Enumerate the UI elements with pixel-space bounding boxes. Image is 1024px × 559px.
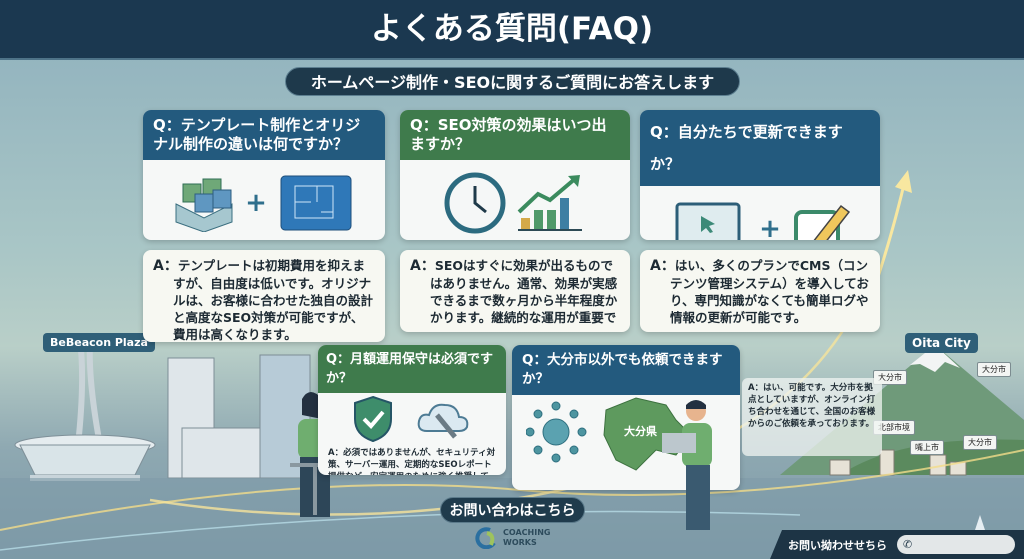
- contact-button[interactable]: お問い合わはこちら: [440, 497, 585, 523]
- growth-chart-icon: [517, 174, 582, 231]
- answer-text: はい、多くのプランでCMS（コンテンツ管理システム）を導入しており、専門知識がな…: [670, 258, 869, 325]
- map-label: 大分市: [963, 435, 997, 450]
- faq-card-template-vs-original: Q：テンプレート制作とオリジナル制作の違いは何ですか？ +: [143, 110, 385, 240]
- answer-text: テンプレートは初期費用を抑えますが、自由度は低いです。オリジナルは、お客様に合わ…: [173, 258, 374, 342]
- laptop-cursor-icon: [675, 202, 741, 240]
- logo-text: WORKS: [503, 538, 537, 547]
- edit-pencil-icon: [793, 204, 850, 240]
- map-label: 大分市: [977, 362, 1011, 377]
- page-title: よくある質問(FAQ): [370, 11, 654, 47]
- map-label: 北部市境: [873, 420, 915, 435]
- man-with-laptop-illustration: [662, 400, 712, 530]
- faq-card-seo-timing: Q：SEO対策の効果はいつ出ますか？: [400, 110, 630, 240]
- faq-answer: A：はい、多くのプランでCMS（コンテンツ管理システム）を導入しており、専門知識…: [640, 250, 880, 332]
- faq-card-maintenance: Q：月額運用保守は必須ですか？ A：必須ではありませんが、セキュリティ対策、サー…: [318, 345, 506, 475]
- faq-answer: A：必須ではありませんが、セキュリティ対策、サーバー運用、定期的なSEOレポート…: [318, 445, 506, 475]
- answer-text: SEOはすぐに効果が出るものではありません。通常、効果が実感できるまで数ヶ月から…: [430, 258, 618, 325]
- answer-label: A：: [153, 258, 178, 274]
- answer-text: はい、可能です。大分市を拠点としていますが、オンライン打ち合わせを通じて、全国の…: [748, 383, 876, 429]
- faq-question: Q：SEO対策の効果はいつ出ますか？: [400, 110, 630, 160]
- clock-icon: [444, 172, 506, 233]
- phone-field[interactable]: ✆: [897, 535, 1015, 554]
- landmark-label-oita-city: Oita City: [905, 333, 978, 353]
- answer-label: A：: [410, 258, 435, 274]
- phone-icon: ✆: [903, 538, 913, 551]
- office-buildings: [167, 354, 311, 479]
- faq-answer: A：テンプレートは初期費用を抑えますが、自由度は低いです。オリジナルは、お客様に…: [143, 250, 385, 342]
- header-bar: よくある質問(FAQ): [0, 0, 1024, 60]
- answer-label: A：: [650, 258, 675, 274]
- blueprint-icon: [280, 175, 352, 230]
- map-label-oita-prefecture: 大分県: [624, 425, 657, 438]
- logo-mark-icon: [475, 527, 496, 549]
- plus-icon: +: [759, 213, 781, 241]
- globe-network-icon: [526, 401, 587, 463]
- faq-answer: A：SEOはすぐに効果が出るものではありません。通常、効果が実感できるまで数ヶ月…: [400, 250, 630, 332]
- faq-question: Q：自分たちで更新できますか？: [640, 110, 880, 186]
- faq-question: Q：大分市以外でも依頼できますか？: [512, 345, 740, 395]
- faq-card-self-update: Q：自分たちで更新できますか？ +: [640, 110, 880, 240]
- answer-text: 必須ではありませんが、セキュリティ対策、サーバー運用、定期的なSEOレポート提供…: [328, 448, 496, 475]
- plus-icon: +: [245, 187, 267, 218]
- subtitle-banner: ホームページ制作・SEOに関するご質問にお答えします: [285, 67, 740, 96]
- footer-contact-bar: お問い拗わせせちら ✆: [770, 530, 1024, 559]
- footer-contact-text: お問い拗わせせちら: [788, 539, 887, 552]
- landmark-label-bebeacon: BeBeacon Plaza: [43, 333, 155, 352]
- security-shield-icon: [354, 395, 392, 443]
- stadium-illustration: [14, 339, 156, 481]
- faq-answer: A：はい、可能です。大分市を拠点としていますが、オンライン打ち合わせを通じて、全…: [742, 378, 882, 456]
- map-label: 嘴上市: [910, 440, 944, 455]
- blocks-icon: [175, 178, 233, 232]
- answer-label: A：: [748, 383, 764, 393]
- answer-label: A：: [328, 448, 344, 458]
- faq-question: Q：テンプレート制作とオリジナル制作の違いは何ですか？: [143, 110, 385, 160]
- cloud-wrench-icon: [417, 403, 469, 439]
- logo-text: COACHING: [503, 528, 551, 537]
- faq-question: Q：月額運用保守は必須ですか？: [318, 345, 506, 393]
